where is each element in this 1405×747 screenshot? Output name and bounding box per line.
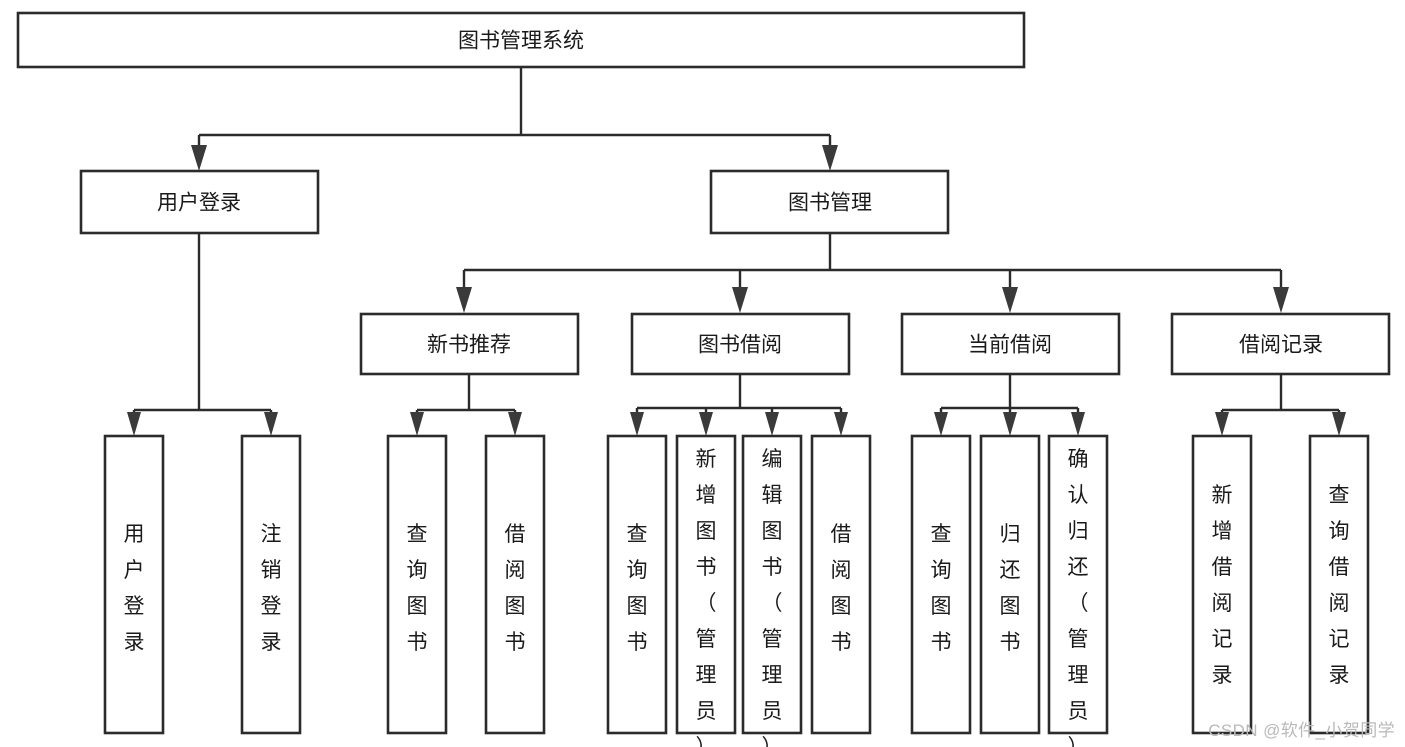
connector-group-bookmgmt-to-level3 xyxy=(456,233,1289,313)
node-label-book-management: 图书管理 xyxy=(788,192,872,215)
arrow-head-leaf-query-record xyxy=(1332,412,1346,436)
arrow-head-leaf-return-book xyxy=(1003,412,1017,436)
arrow-head-leaf-borrow-book-2 xyxy=(834,412,848,436)
node-label-new-book-recommend: 新书推荐 xyxy=(427,334,511,357)
node-box-book-borrow xyxy=(630,312,851,376)
node-leaf-add-record[interactable]: 新增借阅记录 xyxy=(1191,434,1253,735)
arrow-head-leaf-logout-login xyxy=(264,412,278,436)
node-box-leaf-logout-login xyxy=(240,434,302,735)
node-label-leaf-query-book-1: 查询图书 xyxy=(407,523,428,654)
node-label-leaf-edit-book: 编辑图书（管理员） xyxy=(762,448,783,747)
arrow-head-leaf-user-login xyxy=(127,412,141,436)
node-box-current-borrow xyxy=(900,312,1121,376)
connector-group-currentborrow-to-leaves xyxy=(934,374,1085,436)
node-box-leaf-edit-book xyxy=(741,434,803,735)
node-box-leaf-borrow-book-2 xyxy=(810,434,872,735)
node-label-root-system: 图书管理系统 xyxy=(458,30,584,53)
node-box-borrow-record xyxy=(1170,312,1391,376)
node-label-leaf-logout-login: 注销登录 xyxy=(261,523,282,654)
node-label-borrow-record: 借阅记录 xyxy=(1239,334,1323,357)
node-box-leaf-user-login xyxy=(103,434,165,735)
connector-group-borrowrecord-to-leaves xyxy=(1215,374,1346,436)
node-label-leaf-confirm-return: 确认归还（管理员） xyxy=(1068,448,1089,747)
arrow-head-leaf-edit-book xyxy=(765,412,779,436)
node-box-leaf-query-book-1 xyxy=(386,434,448,735)
node-label-leaf-borrow-book-2: 借阅图书 xyxy=(831,523,852,654)
node-leaf-query-book-1[interactable]: 查询图书 xyxy=(386,434,448,735)
node-leaf-borrow-book-1[interactable]: 借阅图书 xyxy=(484,434,546,735)
node-label-leaf-add-book: 新增图书（管理员） xyxy=(696,448,717,747)
node-leaf-query-book-3[interactable]: 查询图书 xyxy=(910,434,972,735)
node-leaf-edit-book[interactable]: 编辑图书（管理员） xyxy=(741,434,803,747)
connector-group-userlogin-to-leaves xyxy=(127,233,278,436)
connector-group-bookborrow-to-leaves xyxy=(630,374,848,436)
node-box-leaf-query-book-2 xyxy=(606,434,668,735)
node-borrow-record[interactable]: 借阅记录 xyxy=(1170,312,1391,376)
node-label-user-login: 用户登录 xyxy=(157,192,241,215)
arrow-head-leaf-borrow-book-1 xyxy=(508,412,522,436)
connector-group-newbook-to-leaves xyxy=(410,374,522,436)
node-leaf-return-book[interactable]: 归还图书 xyxy=(979,434,1041,735)
arrow-head-leaf-query-book-2 xyxy=(630,412,644,436)
node-label-leaf-add-record: 新增借阅记录 xyxy=(1212,484,1233,687)
node-current-borrow[interactable]: 当前借阅 xyxy=(900,312,1121,376)
node-box-book-management xyxy=(709,169,950,235)
arrow-head-new-book-recommend xyxy=(456,287,472,313)
arrow-head-leaf-add-record xyxy=(1215,412,1229,436)
node-box-user-login xyxy=(79,169,320,235)
connector-group-root-to-level2 xyxy=(191,67,838,171)
arrow-head-leaf-confirm-return xyxy=(1071,412,1085,436)
node-label-leaf-query-book-2: 查询图书 xyxy=(627,523,648,654)
node-box-new-book-recommend xyxy=(359,312,580,376)
arrow-head-leaf-query-book-3 xyxy=(934,412,948,436)
arrow-head-current-borrow xyxy=(1002,287,1018,313)
node-book-management[interactable]: 图书管理 xyxy=(709,169,950,235)
node-box-leaf-borrow-book-1 xyxy=(484,434,546,735)
node-label-leaf-query-record: 查询借阅记录 xyxy=(1329,484,1350,687)
node-box-leaf-confirm-return xyxy=(1047,434,1109,735)
node-new-book-recommend[interactable]: 新书推荐 xyxy=(359,312,580,376)
arrow-head-user-login xyxy=(191,145,207,171)
node-label-book-borrow: 图书借阅 xyxy=(698,334,782,357)
node-leaf-query-record[interactable]: 查询借阅记录 xyxy=(1308,434,1370,735)
node-label-current-borrow: 当前借阅 xyxy=(968,334,1052,357)
arrow-head-leaf-add-book xyxy=(699,412,713,436)
node-label-leaf-query-book-3: 查询图书 xyxy=(931,523,952,654)
node-label-leaf-borrow-book-1: 借阅图书 xyxy=(505,523,526,654)
node-leaf-add-book[interactable]: 新增图书（管理员） xyxy=(675,434,737,747)
arrow-head-borrow-record xyxy=(1273,287,1289,313)
node-box-leaf-query-record xyxy=(1308,434,1370,735)
arrow-head-leaf-query-book-1 xyxy=(410,412,424,436)
node-box-root-system xyxy=(16,11,1026,69)
node-label-leaf-user-login: 用户登录 xyxy=(124,523,145,654)
node-leaf-confirm-return[interactable]: 确认归还（管理员） xyxy=(1047,434,1109,747)
node-leaf-borrow-book-2[interactable]: 借阅图书 xyxy=(810,434,872,735)
node-root-system[interactable]: 图书管理系统 xyxy=(16,11,1026,69)
arrow-head-book-borrow xyxy=(732,287,748,313)
node-book-borrow[interactable]: 图书借阅 xyxy=(630,312,851,376)
node-box-leaf-add-record xyxy=(1191,434,1253,735)
node-box-leaf-return-book xyxy=(979,434,1041,735)
node-box-leaf-query-book-3 xyxy=(910,434,972,735)
node-box-leaf-add-book xyxy=(675,434,737,735)
arrow-head-book-management xyxy=(822,145,838,171)
node-leaf-query-book-2[interactable]: 查询图书 xyxy=(606,434,668,735)
node-leaf-logout-login[interactable]: 注销登录 xyxy=(240,434,302,735)
node-label-leaf-return-book: 归还图书 xyxy=(1000,523,1021,654)
node-user-login[interactable]: 用户登录 xyxy=(79,169,320,235)
node-leaf-user-login[interactable]: 用户登录 xyxy=(103,434,165,735)
